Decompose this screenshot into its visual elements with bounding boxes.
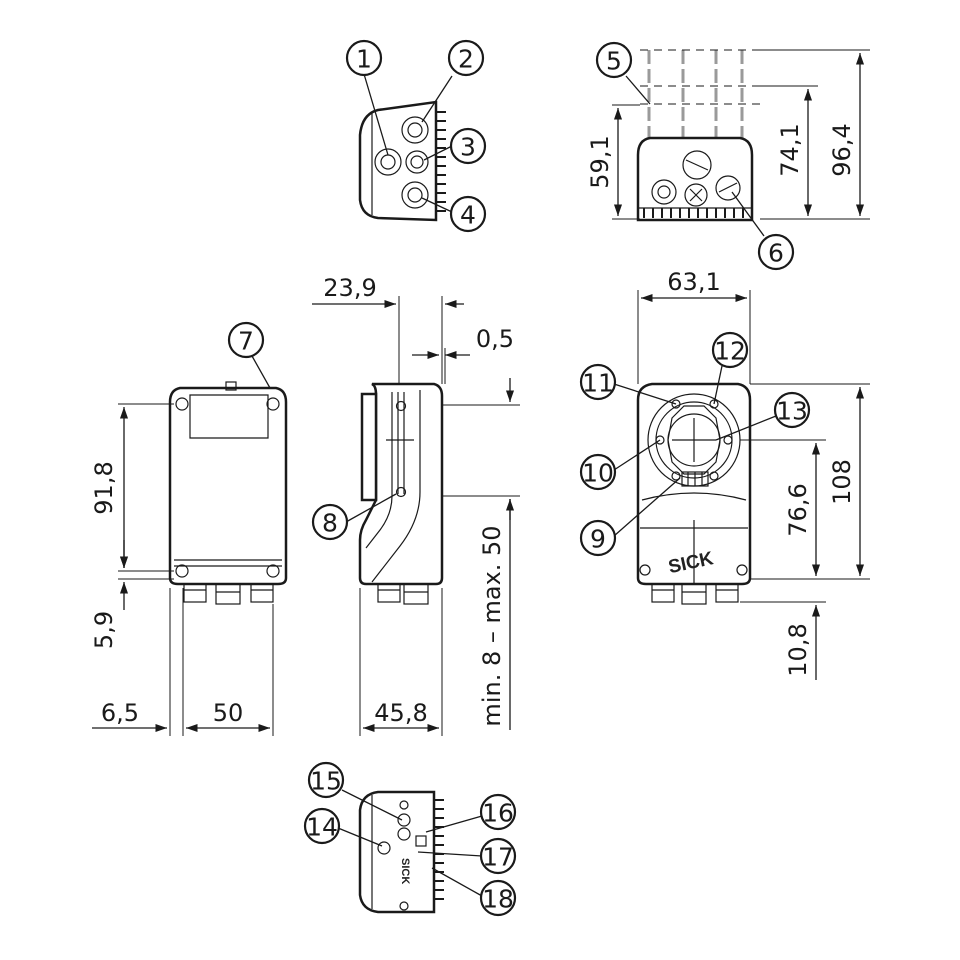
connector-end-view [358,100,446,222]
svg-text:18: 18 [482,885,514,914]
svg-text:6: 6 [768,239,784,268]
callout-2: 2 [447,39,485,77]
dim-6-5: 6,5 [101,699,139,727]
callout-7: 7 [227,321,265,359]
dim-59-1: 59,1 [586,135,614,188]
dim-23-9: 23,9 [323,274,376,302]
callout-14: 14 [303,807,341,845]
svg-text:9: 9 [590,525,606,554]
svg-text:15: 15 [310,767,342,796]
callout-13: 13 [773,391,811,429]
dim-back: 63,1 108 76,6 10,8 [637,268,870,680]
svg-text:8: 8 [322,509,338,538]
callout-6: 6 [757,233,795,271]
svg-text:10: 10 [582,459,614,488]
dim-91-8: 91,8 [90,461,118,514]
dim-front: 91,8 5,9 6,5 50 [90,403,274,736]
callout-10: 10 [579,453,617,491]
side-view [358,382,444,605]
callout-17: 17 [479,837,517,875]
lens-end-view [636,49,760,222]
svg-text:3: 3 [460,133,476,162]
callout-3: 3 [449,127,487,165]
svg-text:1: 1 [356,45,372,74]
dim-top-heights: 59,1 74,1 96,4 [586,49,870,220]
callout-15: 15 [307,761,345,799]
dim-45-8: 45,8 [374,699,427,727]
front-view [168,381,288,605]
svg-text:11: 11 [582,369,614,398]
dim-side: 23,9 0,5 min. 8 – max. 50 45,8 [312,274,520,736]
back-view: SICK [636,382,752,605]
callout-4: 4 [449,195,487,233]
svg-text:7: 7 [238,327,254,356]
callout-8: 8 [311,503,349,541]
dim-63-1: 63,1 [667,268,720,296]
dim-96-4: 96,4 [828,123,856,176]
dim-74-1: 74,1 [776,123,804,176]
svg-text:5: 5 [606,47,622,76]
bottom-view: SICK [358,790,444,914]
dim-min-max: min. 8 – max. 50 [478,525,506,726]
dim-10-8: 10,8 [784,623,812,676]
svg-text:17: 17 [482,843,514,872]
callout-18: 18 [479,879,517,917]
callout-11: 11 [579,363,617,401]
dim-0-5: 0,5 [476,325,514,353]
dim-50: 50 [213,699,244,727]
svg-text:2: 2 [458,45,474,74]
leader-lines [251,73,777,897]
dim-108: 108 [828,459,856,505]
svg-text:13: 13 [776,397,808,426]
svg-text:12: 12 [714,337,746,366]
brand-logo-bottom: SICK [399,858,411,884]
callout-9: 9 [579,519,617,557]
svg-text:4: 4 [460,201,476,230]
svg-text:14: 14 [306,813,338,842]
dim-76-6: 76,6 [784,483,812,536]
callout-5: 5 [595,41,633,79]
callout-12: 12 [711,331,749,369]
dim-5-9: 5,9 [90,611,118,649]
callout-16: 16 [479,793,517,831]
callout-1: 1 [345,39,383,77]
svg-text:16: 16 [482,799,514,828]
